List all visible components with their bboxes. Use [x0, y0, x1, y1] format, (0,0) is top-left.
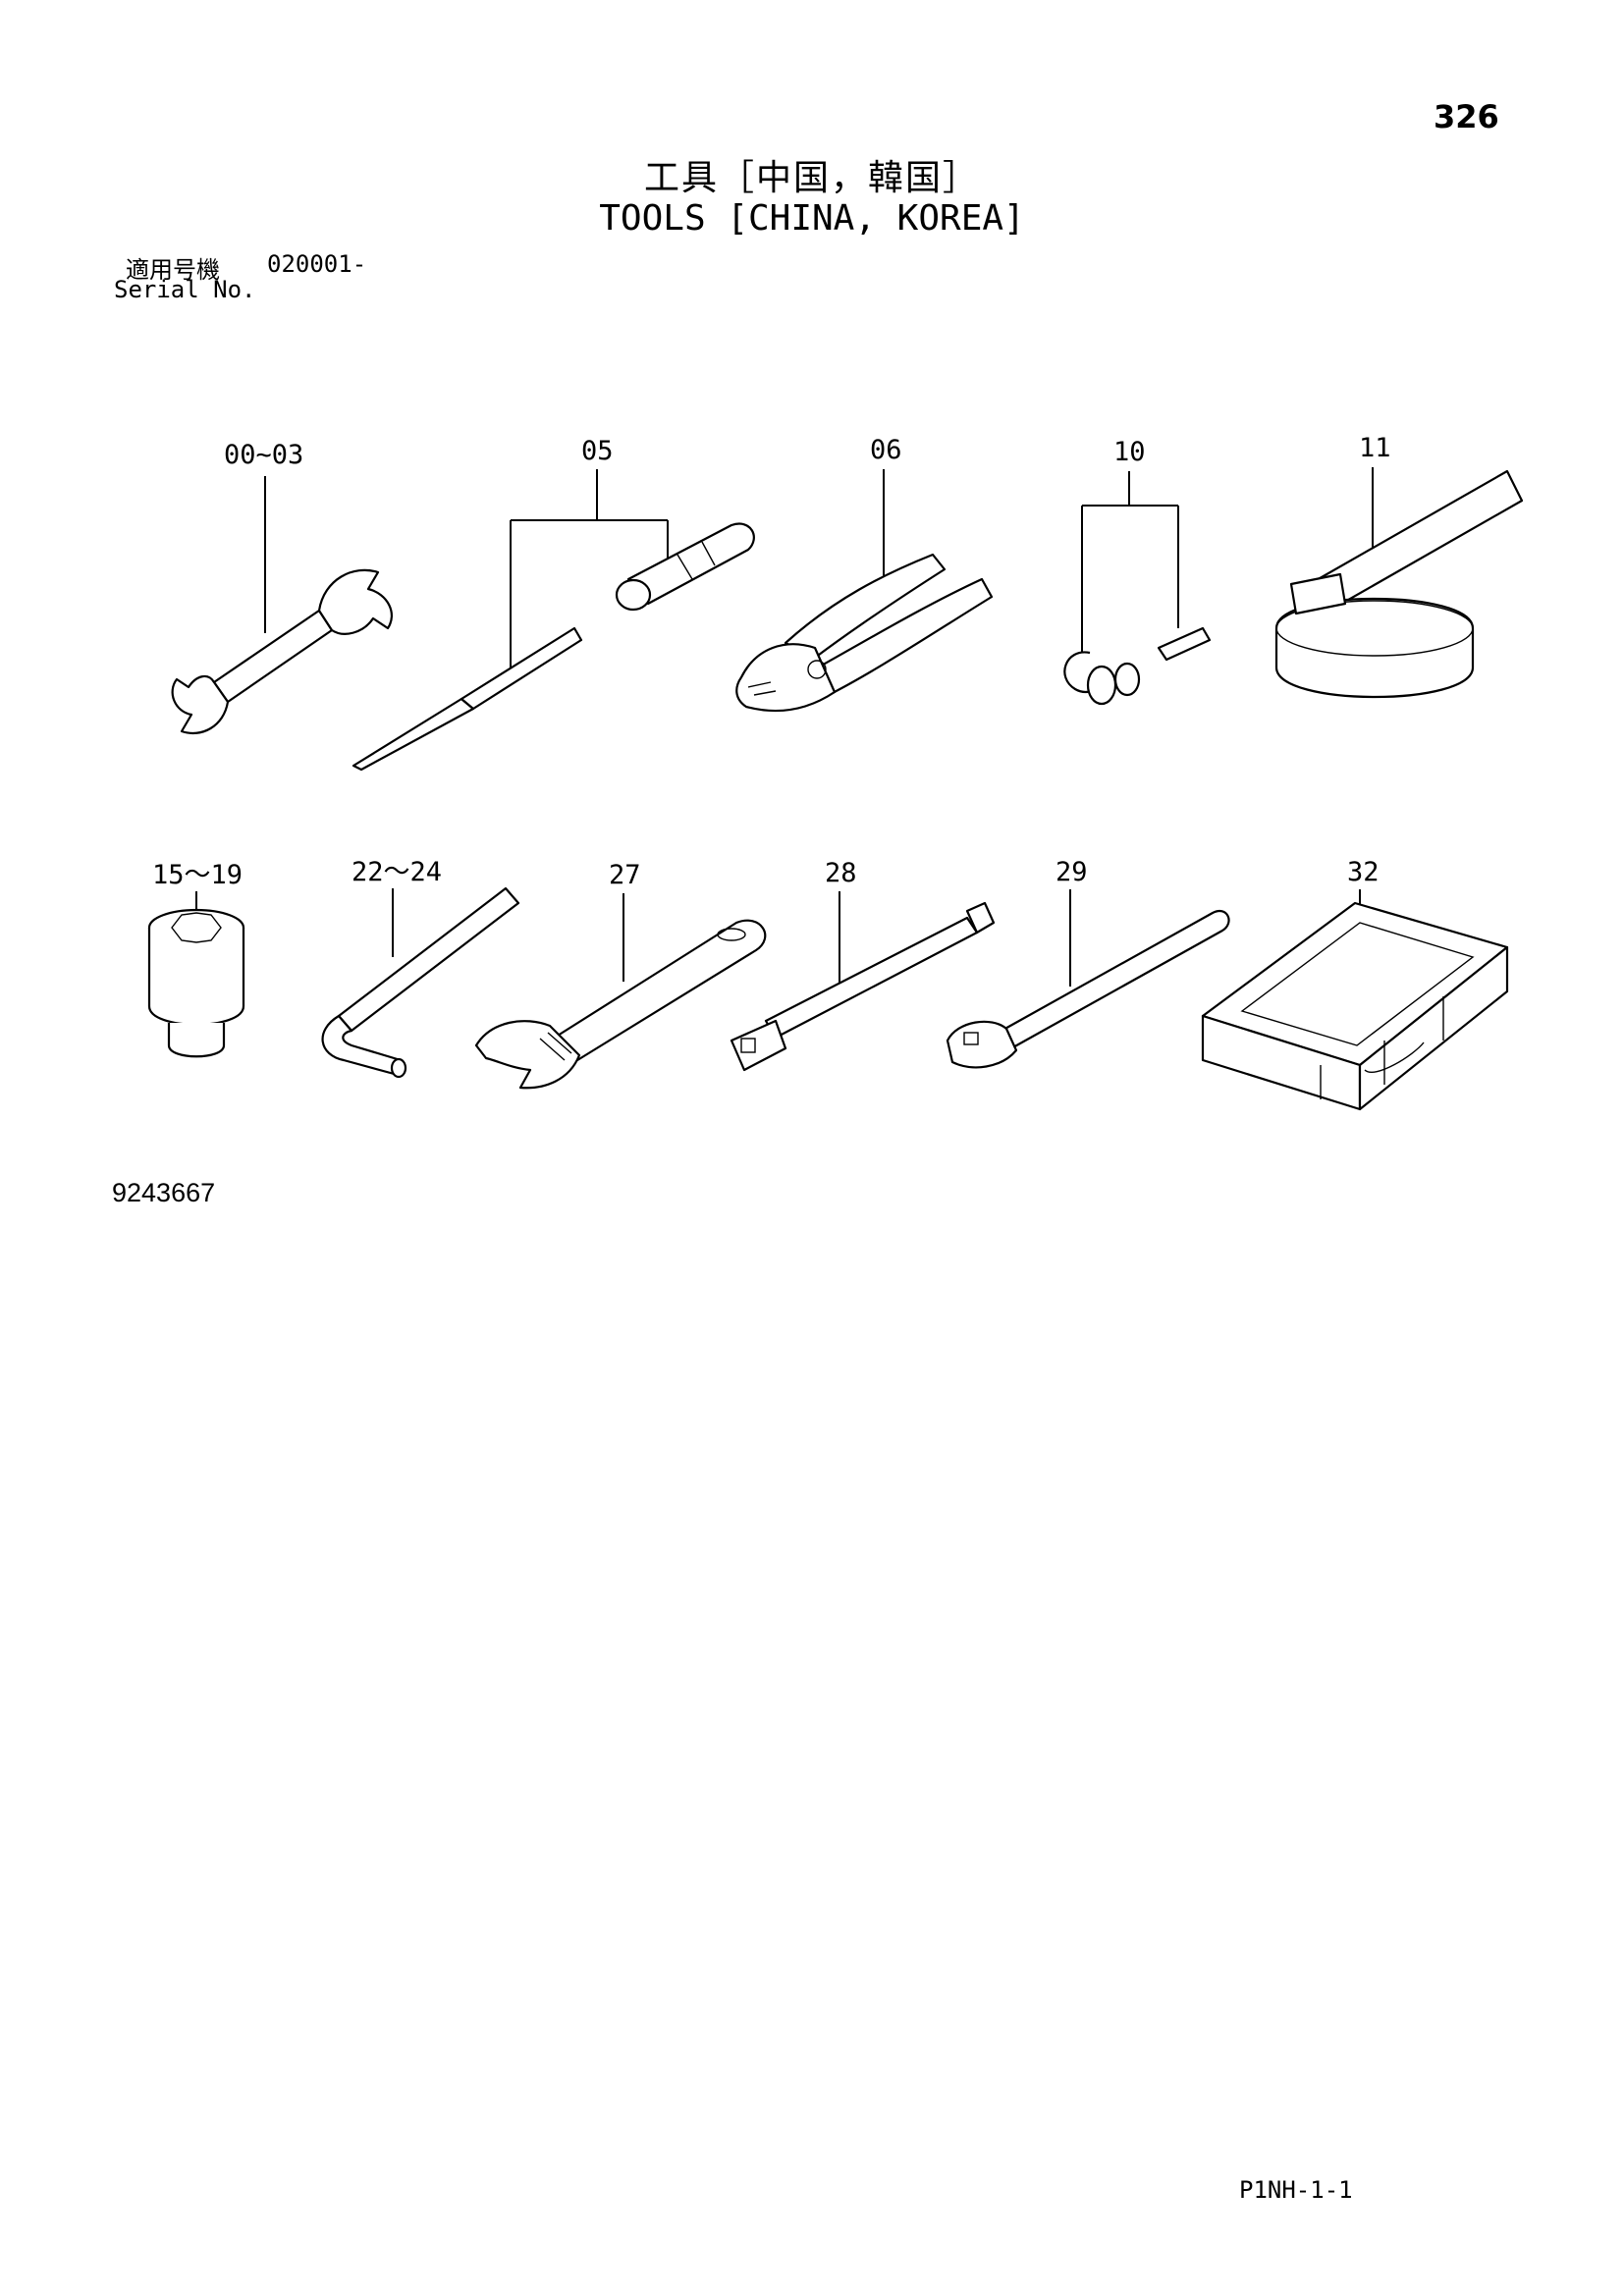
part-label: 29	[1056, 857, 1088, 887]
drawing-number: 9243667	[112, 1178, 216, 1207]
part-32[interactable]: 32	[1201, 857, 1509, 1111]
shackle-icon	[1063, 626, 1212, 706]
part-label: 28	[825, 858, 857, 888]
hex-key-icon	[321, 886, 520, 1079]
part-27[interactable]: 27	[474, 860, 767, 1090]
page-title-japanese: 工具［中国，韓国］	[643, 158, 980, 198]
part-label: 06	[870, 435, 902, 465]
filter-wrench-icon	[1274, 469, 1524, 698]
part-10[interactable]: 10	[1063, 437, 1212, 706]
tools-illustration: 00~03 05 06	[147, 433, 1524, 1111]
part-label: 00~03	[224, 440, 303, 470]
part-label: 22～24	[352, 857, 442, 887]
extension-bar-icon	[730, 901, 996, 1072]
ratchet-handle-icon	[946, 910, 1230, 1069]
serial-value: 020001-	[267, 250, 367, 278]
pliers-icon	[735, 553, 994, 713]
screwdriver-handle-icon	[615, 522, 755, 612]
part-15-19[interactable]: 15～19	[147, 860, 245, 1058]
part-label: 11	[1359, 433, 1391, 463]
part-label: 15～19	[152, 860, 243, 890]
open-end-wrench-icon	[171, 568, 394, 735]
part-00-03[interactable]: 00~03	[171, 440, 394, 735]
adjustable-wrench-icon	[474, 919, 767, 1090]
page-code: P1NH-1-1	[1239, 2176, 1353, 2204]
part-29[interactable]: 29	[946, 857, 1230, 1069]
part-label: 05	[581, 436, 614, 466]
part-22-24[interactable]: 22～24	[321, 857, 520, 1079]
part-28[interactable]: 28	[730, 858, 996, 1072]
socket-icon	[147, 908, 245, 1058]
tool-box-icon	[1201, 901, 1509, 1111]
part-label: 10	[1113, 437, 1146, 467]
part-label: 32	[1347, 857, 1380, 887]
part-label: 27	[609, 860, 641, 890]
serial-label-japanese: 適用号機	[126, 256, 220, 284]
part-11[interactable]: 11	[1274, 433, 1524, 698]
page-number: 326	[1434, 98, 1499, 135]
serial-label-english: Serial No.	[114, 276, 256, 303]
screwdriver-blade-icon	[352, 626, 583, 772]
part-06[interactable]: 06	[735, 435, 994, 713]
part-05[interactable]: 05	[352, 436, 755, 772]
page-title-english: TOOLS [CHINA, KOREA]	[599, 198, 1025, 239]
